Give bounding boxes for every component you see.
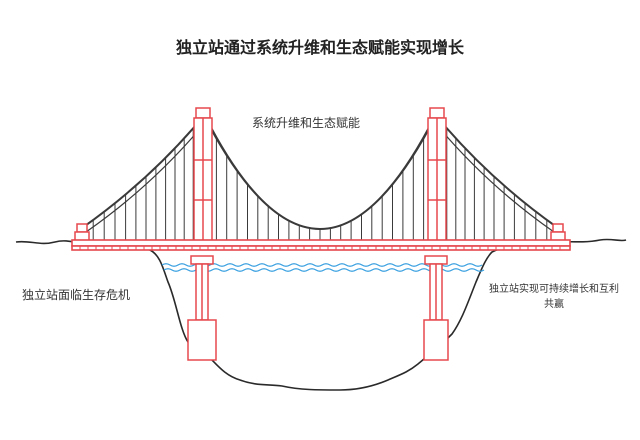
left-tower-base <box>187 255 217 361</box>
deck-ticks <box>79 246 561 250</box>
label-sustainable-growth: 独立站实现可持续增长和互利共赢 <box>489 284 619 310</box>
main-cable-left-span-inner <box>85 123 205 233</box>
main-cable-left-span <box>81 117 203 229</box>
diagram-title: 独立站通过系统升维和生态赋能实现增长 <box>175 38 464 57</box>
right-tower-top <box>427 107 447 249</box>
suspender-cables <box>92 128 548 240</box>
bridge-deck <box>71 239 571 251</box>
water-wave-1 <box>161 263 483 267</box>
main-cable-right-span <box>437 117 559 229</box>
label-upgrade-ecosystem: 系统升维和生态赋能 <box>252 116 361 130</box>
right-tower-base <box>423 255 449 361</box>
label-survival-crisis: 独立站面临生存危机 <box>22 288 131 302</box>
main-cable-center-span-inner <box>207 123 433 230</box>
right-anchor-post <box>550 223 566 242</box>
main-cable-center-span <box>205 117 435 230</box>
ground-chasm-outline <box>15 238 627 391</box>
main-cable-right-span-inner <box>435 123 555 233</box>
left-tower-top <box>193 107 213 249</box>
left-anchor-post <box>74 223 90 242</box>
